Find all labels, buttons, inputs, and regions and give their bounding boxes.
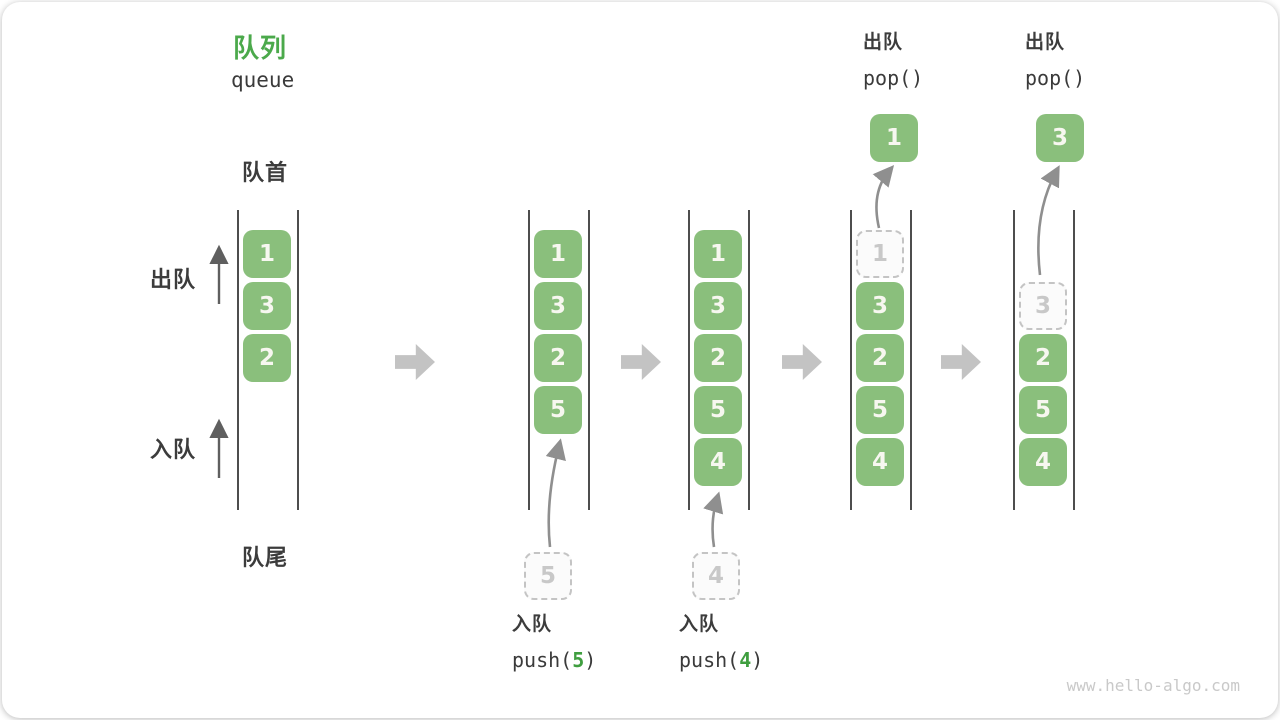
diagram-subtitle: queue: [231, 68, 295, 92]
queue-cell: 5: [534, 386, 582, 434]
ghost-cell-incoming: 4: [692, 552, 740, 600]
queue-rail: [688, 210, 690, 510]
queue-rail: [748, 210, 750, 510]
label-queue-rear: 队尾: [242, 545, 289, 570]
queue-cell: 3: [243, 282, 291, 330]
queue-rail: [237, 210, 239, 510]
queue-rail: [1073, 210, 1075, 510]
queue-rail: [850, 210, 852, 510]
op-label: 入队: [679, 614, 720, 635]
op-label: 出队: [863, 32, 904, 53]
queue-rail: [297, 210, 299, 510]
op-code: pop(): [1025, 66, 1086, 90]
queue-cell: 5: [856, 386, 904, 434]
queue-rail: [588, 210, 590, 510]
queue-cell: 2: [534, 334, 582, 382]
queue-rail: [1013, 210, 1015, 510]
queue-cell: 3: [856, 282, 904, 330]
watermark: www.hello-algo.com: [1066, 676, 1240, 695]
op-arg: 4: [739, 648, 752, 672]
queue-cell: 1: [243, 230, 291, 278]
diagram-title: 队列: [233, 33, 288, 63]
queue-cell: 3: [694, 282, 742, 330]
op-label: 入队: [512, 614, 553, 635]
label-queue-front: 队首: [242, 160, 289, 185]
queue-cell: 4: [1019, 438, 1067, 486]
queue-cell: 1: [534, 230, 582, 278]
op-dequeue-pop-1: 出队 pop(): [863, 30, 923, 92]
op-code: push(4): [679, 648, 764, 672]
ghost-cell-incoming: 5: [524, 552, 572, 600]
op-label: 出队: [1025, 32, 1066, 53]
op-code: pop(): [863, 66, 924, 90]
queue-cell: 5: [694, 386, 742, 434]
queue-rail: [910, 210, 912, 510]
queue-cell: 2: [856, 334, 904, 382]
op-dequeue-pop-2: 出队 pop(): [1025, 30, 1085, 92]
label-enqueue: 入队: [150, 437, 197, 462]
queue-rail: [528, 210, 530, 510]
queue-cell: 3: [534, 282, 582, 330]
op-arg: 5: [572, 648, 585, 672]
queue-cell: 5: [1019, 386, 1067, 434]
queue-cell: 2: [1019, 334, 1067, 382]
ghost-cell-removed: 3: [1019, 282, 1067, 330]
op-code: push(5): [512, 648, 597, 672]
queue-cell: 2: [694, 334, 742, 382]
popped-cell: 3: [1036, 114, 1084, 162]
queue-cell: 1: [694, 230, 742, 278]
op-enqueue-push5: 入队 push(5): [512, 612, 596, 674]
queue-cell: 4: [694, 438, 742, 486]
popped-cell: 1: [870, 114, 918, 162]
ghost-cell-removed: 1: [856, 230, 904, 278]
queue-cell: 2: [243, 334, 291, 382]
queue-cell: 4: [856, 438, 904, 486]
op-enqueue-push4: 入队 push(4): [679, 612, 763, 674]
label-dequeue: 出队: [150, 267, 197, 292]
